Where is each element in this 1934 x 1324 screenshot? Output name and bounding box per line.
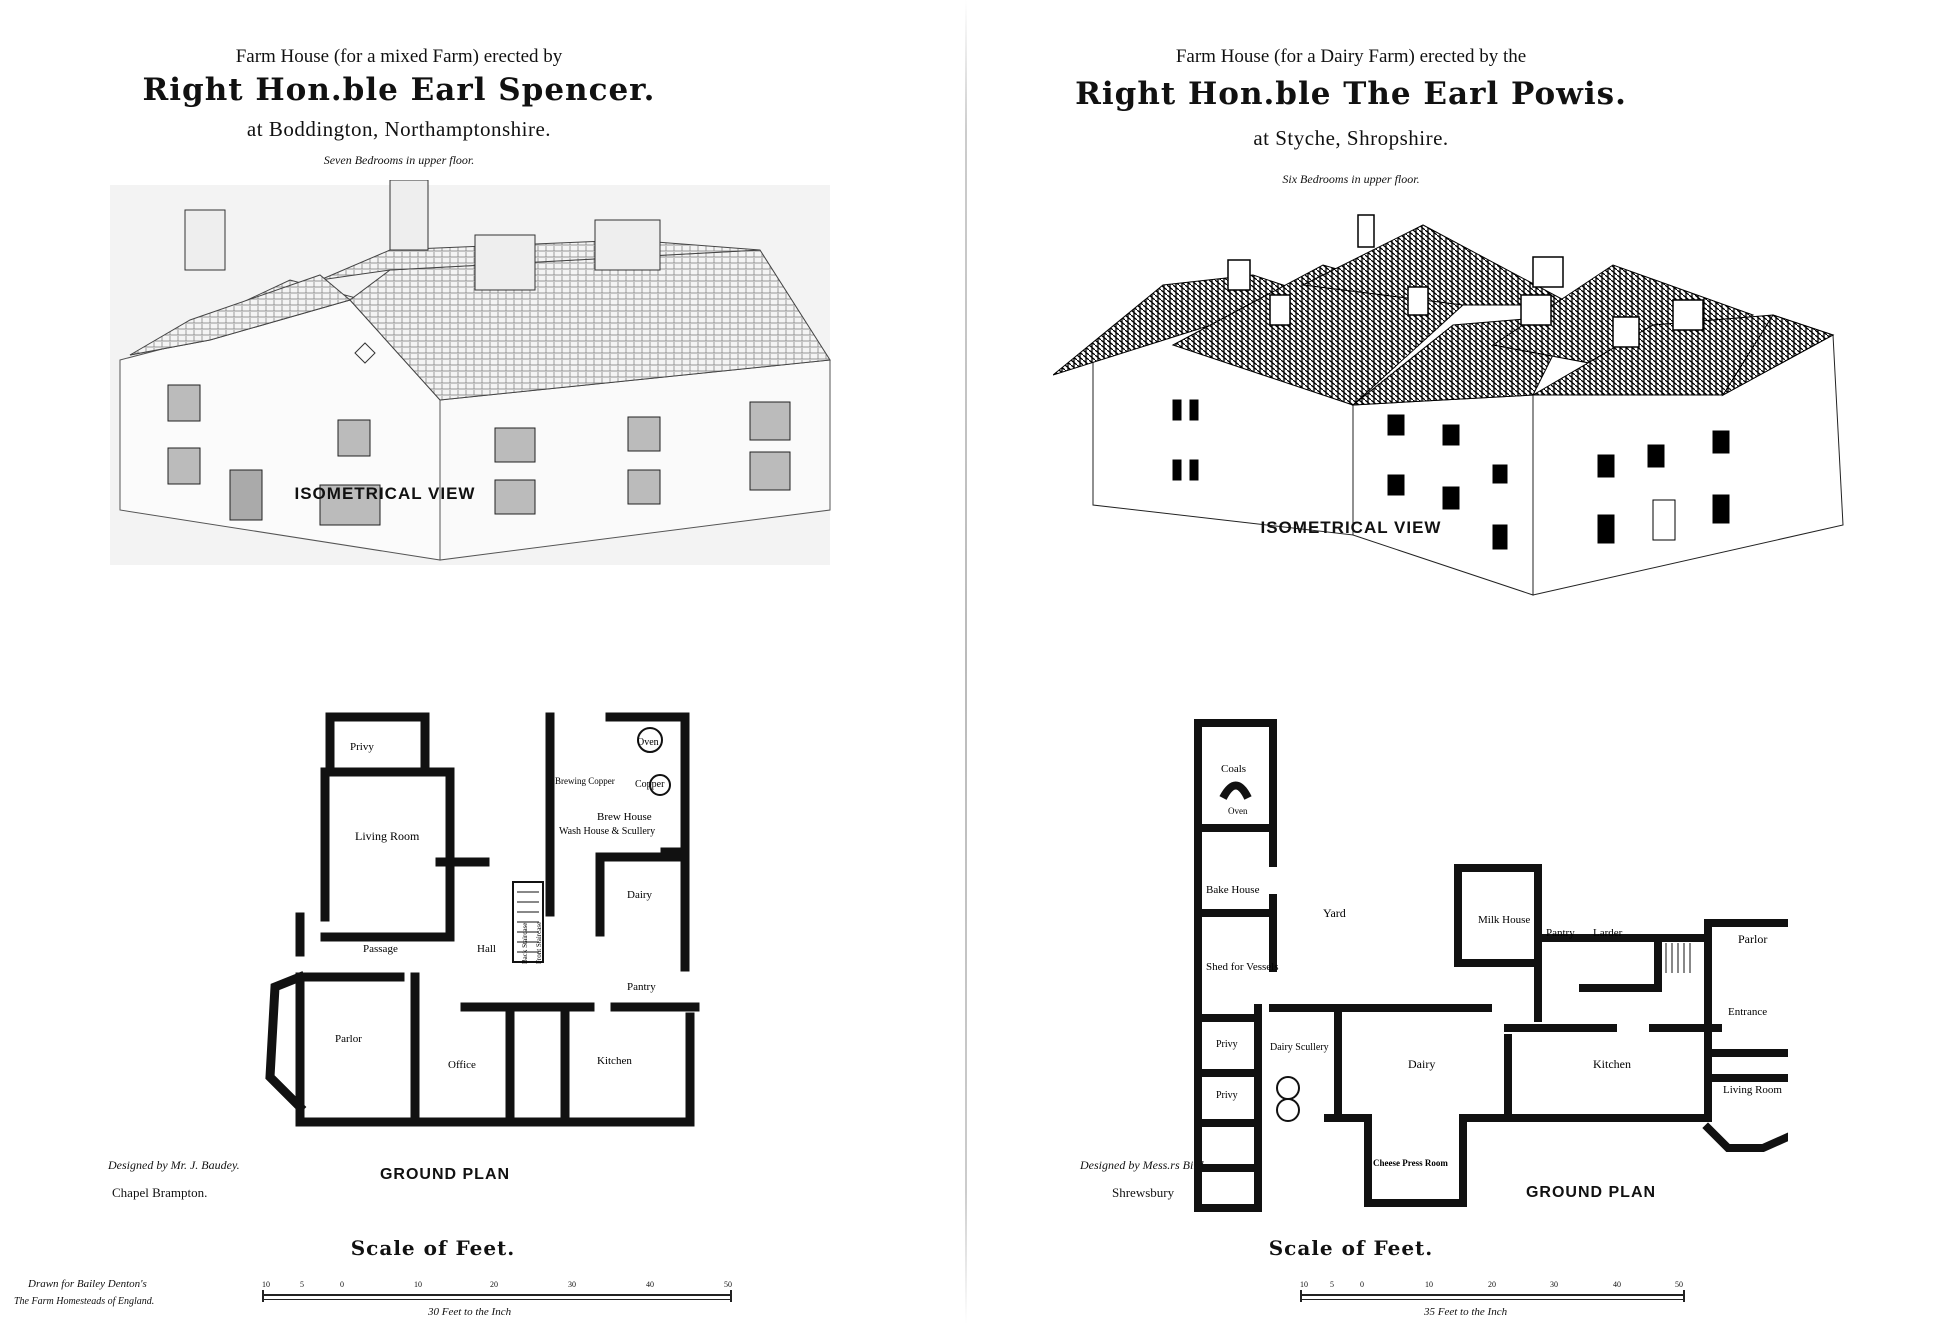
right-room-dairy: Dairy bbox=[1408, 1057, 1435, 1071]
left-scale-tick: 5 bbox=[300, 1280, 304, 1289]
left-ground-plan: Privy Oven Brewing Copper Copper Living … bbox=[265, 712, 700, 1127]
right-title-line3: at Styche, Shropshire. bbox=[1253, 126, 1449, 150]
left-title-line3: at Boddington, Northamptonshire. bbox=[246, 117, 552, 141]
right-scale-bar: 10 5 0 10 20 30 40 50 bbox=[1300, 1280, 1685, 1308]
right-room-parlor: Parlor bbox=[1738, 932, 1767, 946]
left-title-line2: Right Hon.ble Earl Spencer. bbox=[142, 72, 656, 108]
right-room-coals: Coals bbox=[1221, 763, 1246, 775]
right-title-line2: Right Hon.ble The Earl Powis. bbox=[1075, 76, 1627, 112]
left-isometric-drawing bbox=[110, 180, 831, 565]
left-room-brewing-copper: Brewing Copper bbox=[555, 776, 615, 786]
left-scale-note: 30 Feet to the Inch bbox=[428, 1306, 512, 1318]
right-scale-tick: 10 bbox=[1300, 1280, 1308, 1289]
right-scale-tick: 20 bbox=[1488, 1280, 1496, 1289]
right-scale-tick: 5 bbox=[1330, 1280, 1334, 1289]
left-scale-tick: 0 bbox=[340, 1280, 344, 1289]
right-room-privy-2: Privy bbox=[1216, 1090, 1238, 1101]
right-ground-plan: Coals Oven Bake House Yard Milk House Pa… bbox=[1194, 719, 1788, 1212]
right-room-pantry: Pantry bbox=[1546, 927, 1575, 939]
left-room-brew-house: Brew House bbox=[597, 811, 652, 823]
right-room-oven: Oven bbox=[1228, 806, 1248, 816]
right-scale-tick: 30 bbox=[1550, 1280, 1558, 1289]
left-designer-line1: Designed by Mr. J. Baudey. bbox=[108, 1158, 240, 1172]
left-scale-tick: 40 bbox=[646, 1280, 654, 1289]
left-title-line1: Farm House (for a mixed Farm) erected by bbox=[235, 46, 563, 67]
right-scale-tick: 0 bbox=[1360, 1280, 1364, 1289]
right-designer-line2: Shrewsbury bbox=[1112, 1185, 1175, 1200]
right-room-larder: Larder bbox=[1593, 927, 1623, 939]
left-scale-title: Scale of Feet. bbox=[350, 1236, 516, 1260]
left-room-kitchen: Kitchen bbox=[597, 1055, 632, 1067]
right-room-dairy-scullery: Dairy Scullery bbox=[1270, 1042, 1329, 1053]
left-page: Farm House (for a mixed Farm) erected by… bbox=[0, 0, 966, 1324]
right-room-milk-house: Milk House bbox=[1478, 914, 1530, 926]
left-room-front-staircase: Front Staircase bbox=[535, 922, 543, 964]
right-scale-title: Scale of Feet. bbox=[1268, 1236, 1434, 1260]
right-title-line1: Farm House (for a Dairy Farm) erected by… bbox=[1175, 46, 1527, 67]
page-gutter bbox=[965, 0, 967, 1324]
right-room-cheese-press-room: Cheese Press Room bbox=[1373, 1158, 1448, 1168]
left-scale-tick: 20 bbox=[490, 1280, 498, 1289]
right-room-yard: Yard bbox=[1323, 906, 1346, 920]
left-room-back-staircase: Back Staircase bbox=[521, 923, 529, 964]
right-designer-line1: Designed by Mess.rs Bird bbox=[1080, 1158, 1204, 1172]
left-plan-caption: GROUND PLAN bbox=[379, 1166, 511, 1183]
left-room-pantry: Pantry bbox=[627, 981, 656, 993]
left-isometric-caption: ISOMETRICAL VIEW bbox=[294, 484, 476, 503]
right-room-bake-house: Bake House bbox=[1206, 884, 1260, 896]
left-scale-tick: 10 bbox=[262, 1280, 270, 1289]
right-plan-caption: GROUND PLAN bbox=[1525, 1184, 1657, 1201]
right-isometric-drawing bbox=[1053, 214, 1844, 596]
left-credit-line1: Drawn for Bailey Denton's bbox=[28, 1278, 147, 1290]
left-scale-tick: 30 bbox=[568, 1280, 576, 1289]
left-designer-line2: Chapel Brampton. bbox=[112, 1185, 208, 1200]
left-credit-line2: The Farm Homesteads of England. bbox=[14, 1296, 155, 1307]
right-scale-note: 35 Feet to the Inch bbox=[1424, 1306, 1508, 1318]
left-scale-tick: 50 bbox=[724, 1280, 732, 1289]
left-room-parlor: Parlor bbox=[335, 1033, 362, 1045]
left-room-passage: Passage bbox=[363, 943, 398, 955]
right-room-entrance: Entrance bbox=[1728, 1006, 1767, 1018]
left-room-living-room: Living Room bbox=[355, 829, 420, 843]
left-room-privy: Privy bbox=[350, 741, 374, 753]
right-room-privy-1: Privy bbox=[1216, 1039, 1238, 1050]
left-room-office: Office bbox=[448, 1059, 476, 1071]
right-scale-tick: 50 bbox=[1675, 1280, 1683, 1289]
right-room-kitchen: Kitchen bbox=[1593, 1057, 1631, 1071]
left-room-copper: Copper bbox=[635, 779, 665, 790]
left-room-wash-house: Wash House & Scullery bbox=[559, 826, 655, 837]
left-subtitle: Seven Bedrooms in upper floor. bbox=[323, 153, 475, 167]
right-room-shed: Shed for Vessels bbox=[1206, 961, 1279, 973]
right-scale-tick: 10 bbox=[1425, 1280, 1433, 1289]
right-isometric-caption: ISOMETRICAL VIEW bbox=[1260, 518, 1442, 537]
left-scale-bar: 10 5 0 10 20 30 40 50 bbox=[262, 1280, 732, 1308]
left-scale-tick: 10 bbox=[414, 1280, 422, 1289]
right-room-living-room: Living Room bbox=[1723, 1084, 1782, 1096]
left-room-dairy: Dairy bbox=[627, 889, 653, 901]
right-subtitle: Six Bedrooms in upper floor. bbox=[1282, 172, 1420, 186]
left-room-hall: Hall bbox=[477, 943, 496, 955]
right-page: Farm House (for a Dairy Farm) erected by… bbox=[968, 0, 1934, 1324]
right-scale-tick: 40 bbox=[1613, 1280, 1621, 1289]
left-room-oven: Oven bbox=[637, 737, 659, 748]
